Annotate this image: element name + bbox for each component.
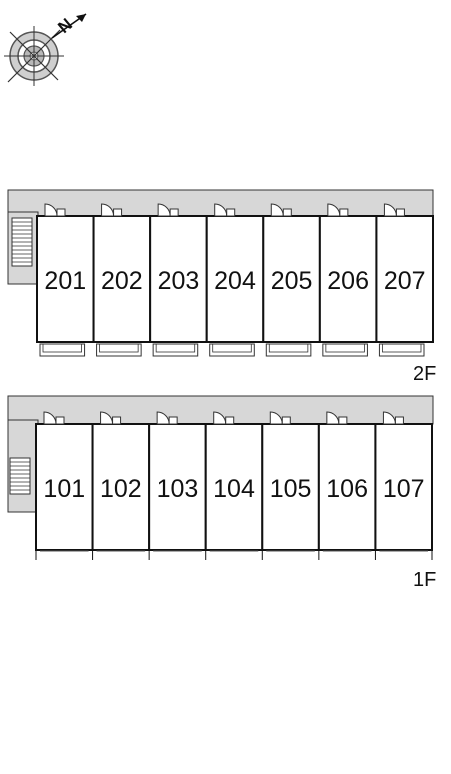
unit-204: 204 (205, 203, 265, 357)
unit-105: 105 (261, 411, 320, 560)
unit-number-label: 105 (270, 475, 312, 503)
unit-number-label: 201 (44, 267, 86, 295)
unit-203: 203 (149, 203, 208, 357)
staircase-1f-icon (9, 457, 31, 495)
unit-number-label: 101 (43, 475, 85, 503)
floor-label-1f: 1F (413, 569, 436, 591)
units-2f: 201 202 203 204 205 206 207 (36, 203, 434, 357)
unit-number-label: 103 (157, 475, 199, 503)
balcony (322, 343, 368, 357)
unit-number-label: 107 (383, 475, 425, 503)
unit-101: 101 (35, 411, 94, 560)
floor-1f: 101 102 103 104 105 106 107 1F (7, 395, 436, 591)
compass-rose-icon (4, 13, 87, 86)
balcony (265, 343, 312, 357)
unit-205: 205 (262, 203, 321, 357)
unit-107: 107 (374, 411, 433, 560)
unit-201: 201 (36, 203, 95, 357)
balcony (152, 343, 199, 357)
unit-207: 207 (375, 203, 434, 357)
balcony (378, 343, 425, 357)
unit-number-label: 205 (271, 267, 313, 295)
balcony (96, 343, 142, 357)
unit-103: 103 (148, 411, 207, 560)
unit-number-label: 202 (101, 267, 143, 295)
balcony (209, 343, 255, 357)
floor-2f: 201 202 203 204 205 206 207 2F (7, 189, 436, 385)
unit-202: 202 (92, 203, 152, 357)
unit-number-label: 106 (326, 475, 368, 503)
balcony (39, 343, 86, 357)
unit-number-label: 204 (214, 267, 256, 295)
unit-number-label: 102 (100, 475, 142, 503)
unit-206: 206 (318, 203, 378, 357)
unit-106: 106 (317, 411, 377, 560)
staircase-2f-icon (11, 217, 33, 267)
unit-102: 102 (91, 411, 151, 560)
unit-number-label: 207 (384, 267, 426, 295)
unit-number-label: 203 (158, 267, 200, 295)
unit-number-label: 104 (213, 475, 255, 503)
units-1f: 101 102 103 104 105 106 107 (35, 411, 433, 560)
unit-number-label: 206 (327, 267, 369, 295)
floor-label-2f: 2F (413, 363, 436, 385)
unit-104: 104 (204, 411, 264, 560)
